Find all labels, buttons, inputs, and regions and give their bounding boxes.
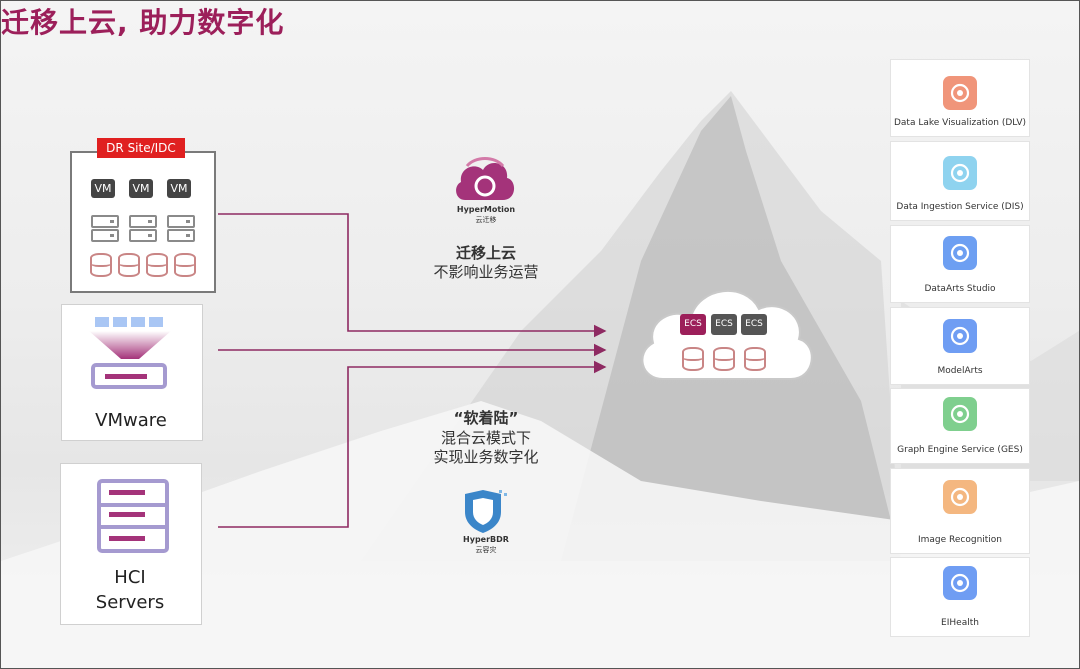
hyperbdr-shield-icon bbox=[465, 490, 507, 533]
hci-label-line1: HCI bbox=[114, 567, 146, 588]
dis-icon bbox=[943, 156, 977, 190]
hci-label-line2: Servers bbox=[95, 592, 165, 613]
service-label: DataArts Studio bbox=[924, 284, 996, 294]
hypermotion-cn: 云迁移 bbox=[475, 216, 497, 224]
service-label: Data Lake Visualization (DLV) bbox=[893, 118, 1026, 128]
service-card-dataarts: DataArts Studio bbox=[890, 225, 1030, 303]
database-icon bbox=[146, 253, 168, 277]
image-recognition-icon bbox=[943, 480, 977, 514]
dr-site-label: DR Site/IDC bbox=[97, 138, 185, 158]
database-icon bbox=[744, 347, 766, 371]
modelarts-icon bbox=[943, 319, 977, 353]
database-icon bbox=[682, 347, 704, 371]
server-icon bbox=[91, 229, 119, 242]
database-icon bbox=[713, 347, 735, 371]
service-card-dlv: Data Lake Visualization (DLV) bbox=[890, 59, 1030, 137]
hypermotion-icon bbox=[456, 157, 515, 200]
service-card-dis: Data Ingestion Service (DIS) bbox=[890, 141, 1030, 221]
vm-badge: VM bbox=[129, 179, 153, 198]
eihealth-icon bbox=[943, 566, 977, 600]
server-icon bbox=[91, 215, 119, 228]
database-icon bbox=[174, 253, 196, 277]
database-icon bbox=[118, 253, 140, 277]
vm-badge: VM bbox=[91, 179, 115, 198]
service-label: Image Recognition bbox=[917, 535, 1003, 545]
dlv-icon bbox=[943, 76, 977, 110]
hypermotion-desc: 不影响业务运营 bbox=[433, 263, 539, 281]
hypermotion-name: HyperMotion bbox=[456, 205, 516, 214]
hyperbdr-heading: “软着陆” bbox=[453, 409, 519, 427]
vm-badge: VM bbox=[167, 179, 191, 198]
service-label: Graph Engine Service (GES) bbox=[897, 445, 1023, 455]
ecs-badge: ECS bbox=[711, 314, 737, 335]
vmware-label: VMware bbox=[95, 410, 167, 431]
service-label: Data Ingestion Service (DIS) bbox=[896, 202, 1024, 212]
hyperbdr-name: HyperBDR bbox=[463, 535, 509, 544]
hypermotion-heading: 迁移上云 bbox=[455, 244, 516, 262]
dataarts-icon bbox=[943, 236, 977, 270]
service-card-eihealth: EIHealth bbox=[890, 557, 1030, 637]
server-icon bbox=[167, 229, 195, 242]
service-label: EIHealth bbox=[941, 618, 979, 628]
hyperbdr-cn: 云容灾 bbox=[475, 546, 497, 554]
page-title: 迁移上云, 助力数字化 bbox=[1, 6, 285, 39]
service-card-modelarts: ModelArts bbox=[890, 307, 1030, 385]
service-card-ges: Graph Engine Service (GES) bbox=[890, 388, 1030, 464]
hyperbdr-line1: 混合云模式下 bbox=[440, 429, 531, 447]
server-icon bbox=[129, 215, 157, 228]
service-label: ModelArts bbox=[937, 366, 983, 376]
server-icon bbox=[167, 215, 195, 228]
ecs-badge: ECS bbox=[741, 314, 767, 335]
hyperbdr-line2: 实现业务数字化 bbox=[433, 448, 539, 466]
service-card-image-recognition: Image Recognition bbox=[890, 468, 1030, 554]
ecs-badge: ECS bbox=[680, 314, 706, 335]
hci-server-icon bbox=[97, 479, 169, 553]
server-icon bbox=[129, 229, 157, 242]
database-icon bbox=[90, 253, 112, 277]
vmware-icon bbox=[89, 317, 171, 389]
ges-icon bbox=[943, 397, 977, 431]
